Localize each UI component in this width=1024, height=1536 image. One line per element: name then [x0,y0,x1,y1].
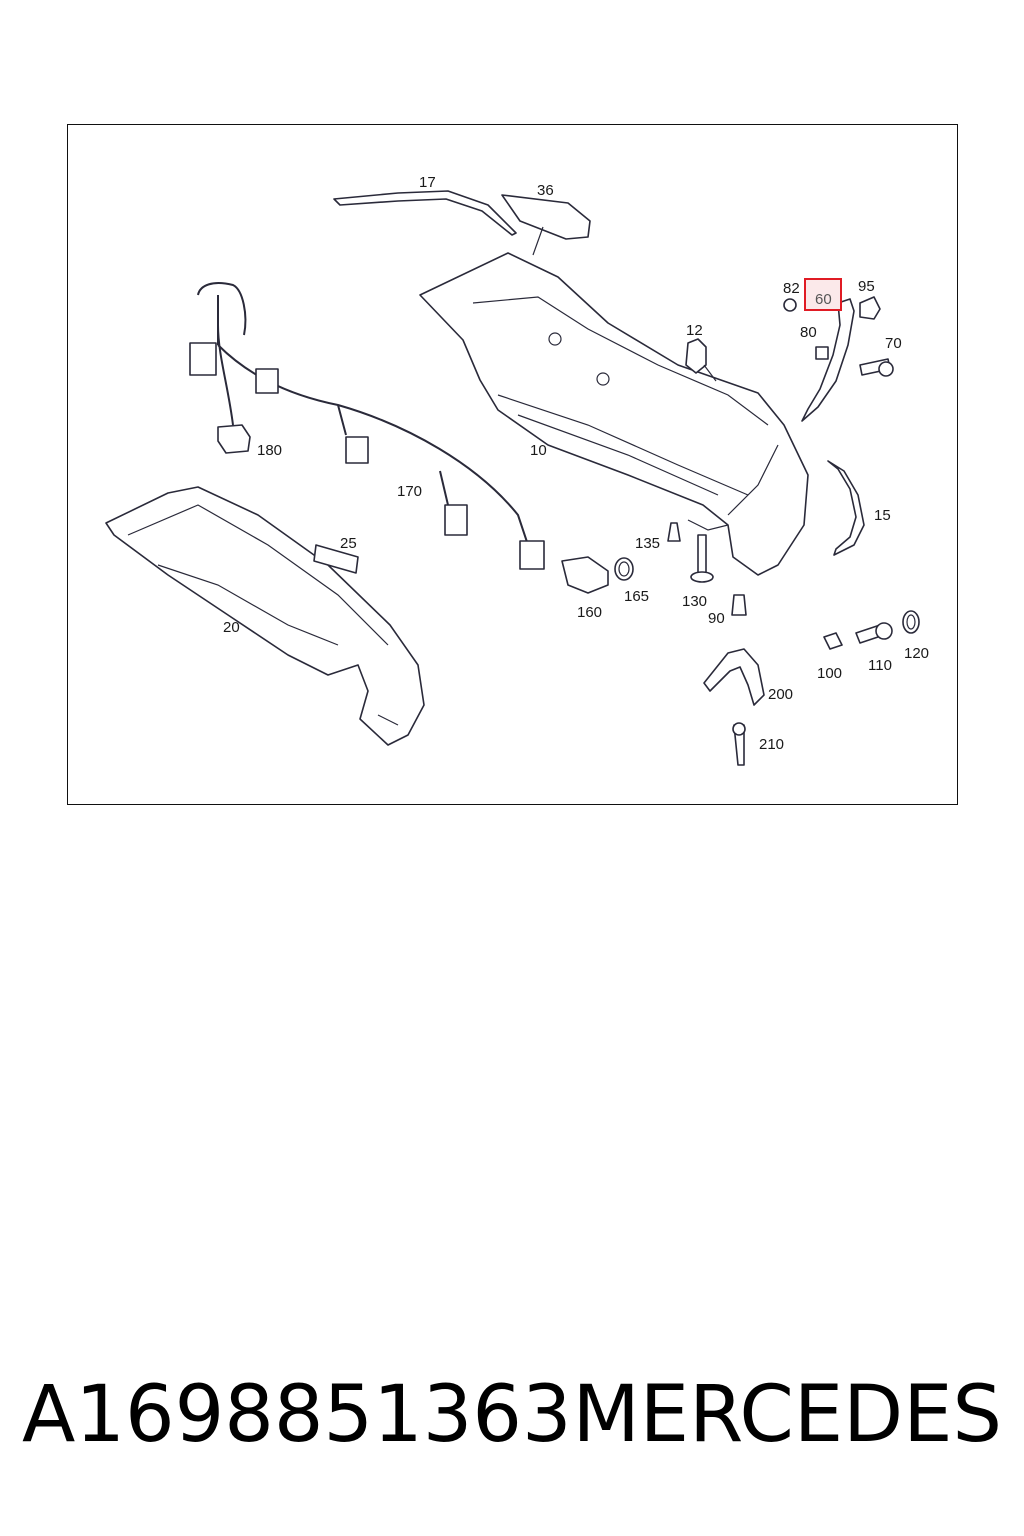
callout-20: 20 [223,619,240,636]
callout-70: 70 [885,335,902,352]
part-100-clip [823,632,843,650]
part-25-plate [313,544,359,574]
part-160-sensor [561,556,609,594]
part-95-nut [859,296,881,320]
parts-diagram: 17 36 82 60 95 12 80 70 180 10 170 15 25… [105,174,929,766]
footer: A1698851363 MERCEDES [0,1370,1024,1470]
callout-25: 25 [340,535,357,552]
callout-170: 170 [397,483,422,500]
callout-135: 135 [635,535,660,552]
callout-90: 90 [708,610,725,627]
part-60-bracket [801,298,855,422]
callout-180: 180 [257,442,282,459]
callout-110: 110 [868,657,892,674]
part-210-clip [732,722,746,766]
callout-17: 17 [419,174,436,191]
highlight-box-60 [804,278,842,311]
part-15-trim-strip [827,460,865,556]
part-number: A1698851363 [22,1370,572,1460]
callout-15: 15 [874,507,891,524]
callout-120: 120 [904,645,929,662]
callout-210: 210 [759,736,784,753]
part-180-sensor-holder [217,424,251,454]
part-170-wiring-harness [189,282,545,570]
part-12-tow-cap [685,338,717,382]
callout-36: 36 [537,182,554,199]
callout-130: 130 [682,593,707,610]
part-20-diffuser [105,486,425,746]
callout-95: 95 [858,278,875,295]
part-90-clip [731,594,747,616]
part-80-clip [815,346,829,360]
part-120-ring [902,610,920,634]
part-110-screw [855,622,893,644]
callout-60: 60 [815,291,832,308]
part-70-screw [859,358,894,377]
callout-12: 12 [686,322,703,339]
callout-165: 165 [624,588,649,605]
callout-200: 200 [768,686,793,703]
part-82-nut [783,298,797,312]
part-10-bumper-cover [419,252,809,576]
callout-82: 82 [783,280,800,297]
callout-10: 10 [530,442,547,459]
brand-name: MERCEDES [572,1370,1003,1460]
callout-100: 100 [817,665,842,682]
part-200-bracket [703,648,765,706]
part-130-screw [690,534,714,583]
part-165-ring [614,557,634,581]
callout-160: 160 [577,604,602,621]
part-17-trim-strip [333,190,517,236]
part-36-reflector [501,194,591,256]
callout-80: 80 [800,324,817,341]
part-135-clip [667,522,681,542]
parts-diagram-frame: 17 36 82 60 95 12 80 70 180 10 170 15 25… [67,124,958,805]
